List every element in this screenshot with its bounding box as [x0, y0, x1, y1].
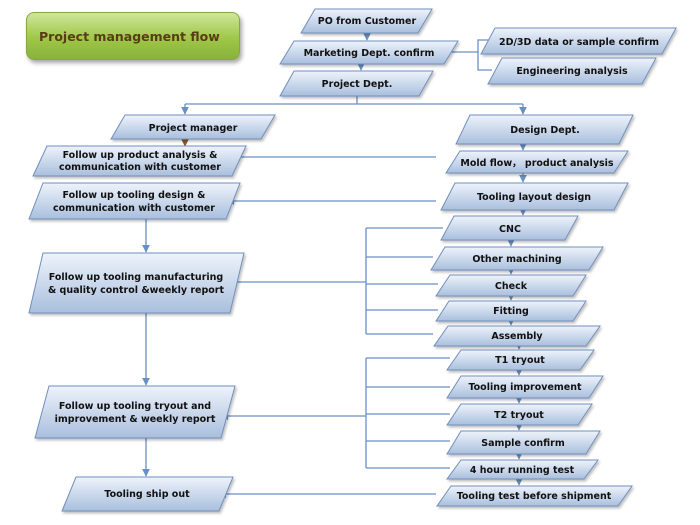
- label-followup-manufacturing-2: & quality control &weekly report: [48, 285, 225, 296]
- label-other-machining: Other machining: [472, 254, 561, 265]
- label-running-test: 4 hour running test: [470, 465, 575, 476]
- label-tooling-improvement: Tooling improvement: [468, 382, 582, 393]
- label-cnc: CNC: [499, 224, 521, 235]
- box-followup-tryout: [34, 385, 236, 439]
- box-data-confirm: [480, 27, 677, 55]
- box-followup-analysis: [32, 145, 247, 177]
- label-fitting: Fitting: [493, 306, 529, 317]
- diagram-title: Project management flow: [39, 28, 220, 44]
- label-followup-tooling-design-2: communication with customer: [53, 203, 215, 214]
- label-mold-flow: Mold flow， product analysis: [460, 158, 613, 169]
- box-test-before-shipment: [436, 485, 633, 507]
- box-project-dept: [279, 70, 434, 97]
- label-followup-manufacturing-1: Follow up tooling manufacturing: [49, 272, 223, 283]
- box-running-test: [446, 459, 599, 480]
- label-assembly: Assembly: [491, 331, 543, 342]
- box-design-dept: [455, 114, 634, 145]
- label-followup-tooling-design-1: Follow up tooling design &: [63, 190, 206, 201]
- label-t1-tryout: T1 tryout: [495, 355, 545, 366]
- labels: PO from Customer Marketing Dept. confirm…: [48, 16, 659, 502]
- label-ship-out: Tooling ship out: [104, 489, 190, 500]
- label-design-dept: Design Dept.: [510, 125, 579, 136]
- box-t1-tryout: [446, 349, 595, 371]
- label-engineering-analysis: Engineering analysis: [516, 66, 628, 77]
- label-data-confirm: 2D/3D data or sample confirm: [499, 37, 659, 48]
- nodes: [28, 8, 677, 512]
- box-engineering-analysis: [487, 57, 657, 85]
- box-cnc: [440, 215, 579, 241]
- label-po-customer: PO from Customer: [318, 16, 417, 27]
- label-followup-tryout-1: Follow up tooling tryout and: [59, 401, 211, 412]
- box-other-machining: [430, 246, 604, 271]
- label-project-manager: Project manager: [149, 123, 238, 134]
- connector-marketing-right: [447, 39, 492, 53]
- box-mold-flow: [445, 150, 629, 174]
- box-t2-tryout: [446, 403, 593, 426]
- connector-right-bracket: [477, 52, 492, 71]
- box-fitting: [435, 300, 587, 322]
- box-assembly: [433, 325, 601, 347]
- box-po-customer: [300, 8, 433, 34]
- label-check: Check: [495, 281, 528, 292]
- label-test-before-shipment: Tooling test before shipment: [457, 491, 612, 502]
- label-tooling-layout: Tooling layout design: [477, 192, 591, 203]
- box-check: [435, 274, 587, 297]
- box-followup-tooling-design: [28, 182, 241, 220]
- label-sample-confirm: Sample confirm: [481, 438, 565, 449]
- box-tooling-improvement: [446, 375, 604, 399]
- connectors: [142, 31, 527, 498]
- box-marketing-confirm: [279, 40, 459, 65]
- box-followup-manufacturing: [28, 252, 245, 314]
- label-followup-analysis-1: Follow up product analysis &: [63, 150, 218, 161]
- box-sample-confirm: [446, 430, 601, 455]
- title-box: Project management flow: [26, 12, 240, 60]
- label-t2-tryout: T2 tryout: [494, 410, 544, 421]
- label-followup-tryout-2: improvement & weekly report: [55, 414, 216, 425]
- label-marketing-confirm: Marketing Dept. confirm: [304, 48, 435, 59]
- box-tooling-layout: [440, 182, 629, 211]
- box-ship-out: [61, 476, 234, 512]
- label-followup-analysis-2: communication with customer: [59, 162, 221, 173]
- box-project-manager: [110, 114, 276, 140]
- label-project-dept: Project Dept.: [322, 79, 393, 90]
